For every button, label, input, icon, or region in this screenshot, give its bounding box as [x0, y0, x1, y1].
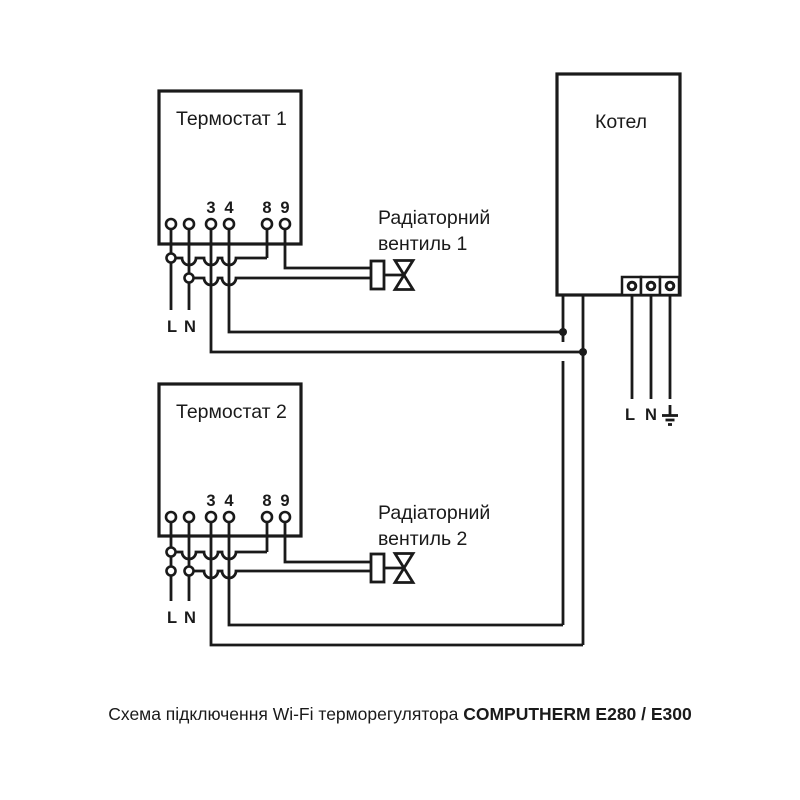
l-label-thermostat1: L	[166, 318, 178, 336]
boiler-label: Котел	[595, 111, 648, 133]
n-label-thermostat1: N	[184, 318, 196, 336]
junction-dot	[579, 348, 587, 356]
wire-terminal9-to-valve2	[283, 517, 371, 564]
wire-terminal8-to-l-1	[171, 256, 267, 267]
diagram-caption: Схема підключення Wi-Fi терморегулятора …	[0, 704, 800, 725]
terminal-number-8: 8	[262, 492, 272, 510]
thermostat2-terminal-circles	[164, 510, 292, 524]
l-label-boiler: L	[624, 406, 636, 424]
wire-terminal4-to-boiler-1	[227, 224, 563, 334]
terminal-number-4: 4	[224, 492, 234, 510]
boiler-box	[555, 72, 682, 297]
connection-node	[165, 546, 177, 558]
ground-icon	[662, 405, 678, 426]
wire-terminal4-to-boiler-2	[227, 517, 563, 627]
valve2-actuator	[369, 552, 386, 584]
boiler-wires	[561, 295, 672, 645]
thermostat1-label: Термостат 1	[176, 108, 287, 130]
connection-node	[183, 565, 195, 577]
caption-text: Схема підключення Wi-Fi терморегулятора	[108, 704, 464, 724]
junction-dot	[559, 328, 567, 336]
n-label-thermostat2: N	[184, 609, 196, 627]
connection-node	[165, 565, 177, 577]
radiator-valve2-icon	[369, 552, 416, 584]
thermostat2-label: Термостат 2	[176, 401, 287, 423]
valve2-label: Радіаторний вентиль 2	[378, 502, 491, 550]
wire-terminal9-to-valve1	[283, 224, 371, 270]
terminal-number-4: 4	[224, 199, 234, 217]
thermostat2-wires	[169, 517, 583, 647]
valve1-body-bottom	[392, 272, 416, 291]
wire-n-to-valve1	[189, 276, 371, 287]
connection-node	[165, 252, 177, 264]
valve1-actuator	[369, 259, 386, 291]
valve1-label: Радіаторний вентиль 1	[378, 207, 491, 255]
connection-node	[183, 272, 195, 284]
valve2-body-top	[392, 552, 416, 571]
wire-terminal3-to-boiler-1	[209, 224, 583, 354]
terminal-number-9: 9	[280, 199, 290, 217]
terminal-number-9: 9	[280, 492, 290, 510]
l-label-thermostat2: L	[166, 609, 178, 627]
n-label-boiler: N	[645, 406, 657, 424]
wire-n-to-valve2	[189, 569, 371, 580]
terminal-number-3: 3	[206, 492, 216, 510]
radiator-valve1-icon	[369, 259, 416, 291]
terminal-number-8: 8	[262, 199, 272, 217]
valve1-body-top	[392, 259, 416, 278]
thermostat1-wires	[169, 224, 583, 354]
terminal-number-3: 3	[206, 199, 216, 217]
valve2-body-bottom	[392, 565, 416, 584]
boiler-terminal-block	[620, 275, 681, 297]
thermostat1-terminal-circles	[164, 217, 292, 231]
wire-terminal8-to-l-2	[171, 550, 267, 561]
caption-model: COMPUTHERM E280 / E300	[463, 704, 692, 724]
